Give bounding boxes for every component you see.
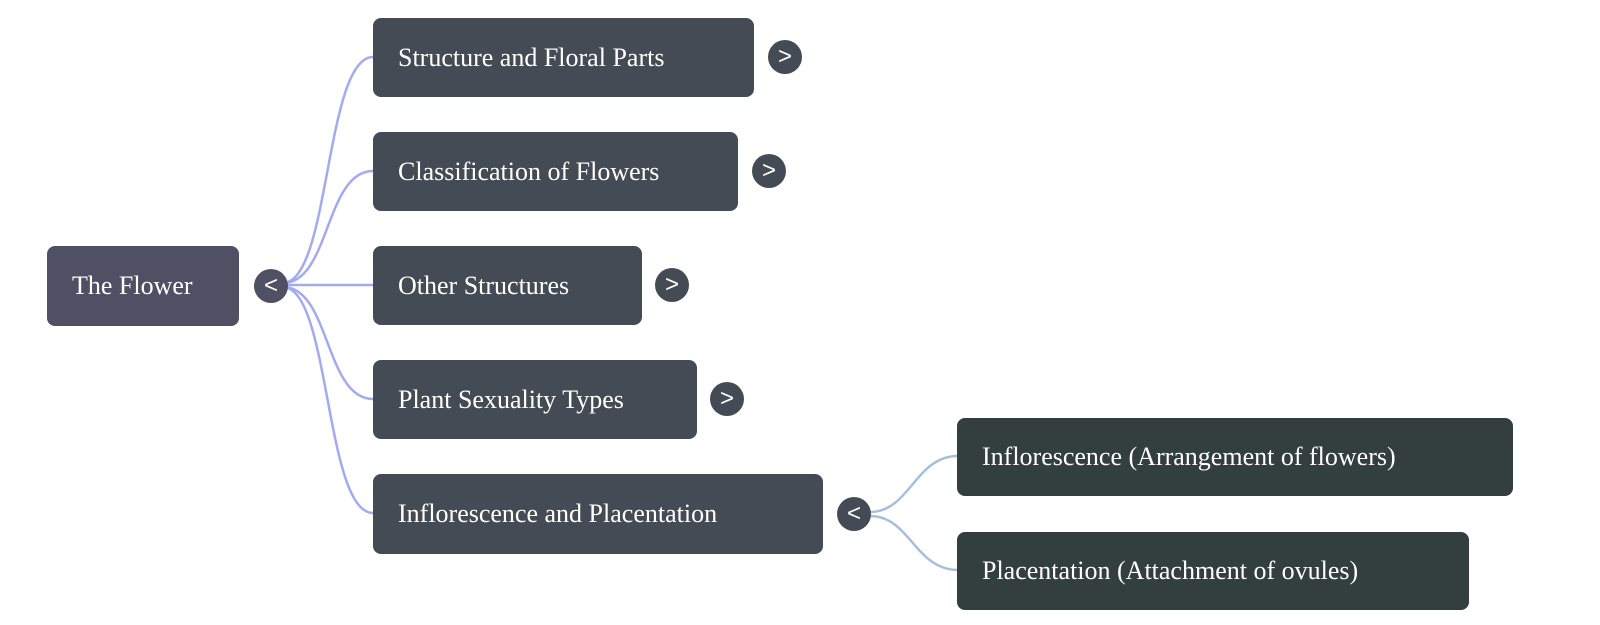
- expand-toggle-sexuality[interactable]: >: [710, 382, 744, 416]
- link-to-placentation: [869, 514, 959, 572]
- expand-toggle-classification[interactable]: >: [752, 154, 786, 188]
- expand-toggle-other[interactable]: >: [655, 268, 689, 302]
- link-to-inflorescence: [869, 454, 959, 514]
- chevron-right-icon: >: [664, 271, 679, 298]
- node-placentation[interactable]: Placentation (Attachment of ovules): [957, 532, 1469, 610]
- chevron-left-icon: <: [846, 500, 861, 527]
- link-root-to-structure: [282, 55, 374, 285]
- root-node-the-flower[interactable]: The Flower: [47, 246, 239, 326]
- node-other-structures[interactable]: Other Structures: [373, 246, 642, 325]
- node-plant-sexuality-types[interactable]: Plant Sexuality Types: [373, 360, 697, 439]
- collapse-toggle-inflorescence-placentation[interactable]: <: [837, 497, 871, 531]
- node-label: Inflorescence (Arrangement of flowers): [982, 442, 1396, 471]
- collapse-toggle-root[interactable]: <: [254, 269, 288, 303]
- expand-toggle-structure[interactable]: >: [768, 40, 802, 74]
- chevron-right-icon: >: [777, 43, 792, 70]
- node-label: Other Structures: [398, 270, 570, 300]
- chevron-right-icon: >: [719, 385, 734, 412]
- link-root-to-classification: [282, 169, 374, 285]
- node-label: Placentation (Attachment of ovules): [982, 556, 1359, 585]
- node-label: Structure and Floral Parts: [398, 42, 665, 72]
- link-root-to-sexuality: [282, 285, 374, 401]
- chevron-left-icon: <: [263, 272, 278, 299]
- root-node-label: The Flower: [72, 271, 193, 300]
- node-classification-of-flowers[interactable]: Classification of Flowers: [373, 132, 738, 211]
- node-structure-and-floral-parts[interactable]: Structure and Floral Parts: [373, 18, 754, 97]
- link-root-to-inflorescence-placentation: [282, 285, 374, 515]
- chevron-right-icon: >: [761, 157, 776, 184]
- node-inflorescence-and-placentation[interactable]: Inflorescence and Placentation: [373, 474, 823, 554]
- node-label: Inflorescence and Placentation: [398, 499, 718, 528]
- node-label: Plant Sexuality Types: [398, 384, 624, 414]
- node-label: Classification of Flowers: [398, 156, 660, 186]
- node-inflorescence[interactable]: Inflorescence (Arrangement of flowers): [957, 418, 1513, 496]
